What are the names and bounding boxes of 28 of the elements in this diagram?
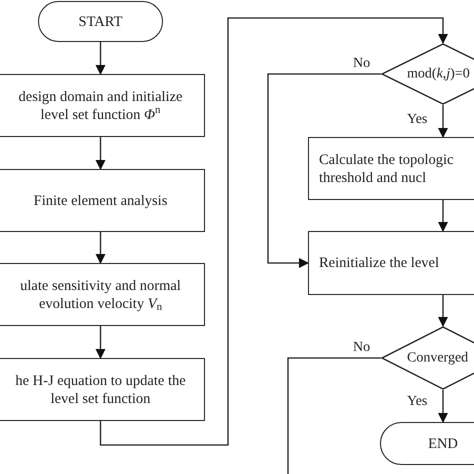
terminal-shape bbox=[380, 422, 474, 465]
terminal-label: START bbox=[78, 12, 122, 30]
process-box bbox=[0, 169, 205, 232]
arrow bbox=[438, 200, 448, 232]
terminal-label: END bbox=[428, 434, 458, 452]
arrow bbox=[438, 105, 448, 138]
process-text: ulate sensitivity and normal evolution velocity V$_{n}$ bbox=[19, 276, 182, 312]
arrow bbox=[438, 295, 448, 327]
process-box bbox=[308, 137, 474, 200]
arrow bbox=[96, 42, 106, 75]
decision-text: Converged bbox=[407, 350, 468, 368]
arrow bbox=[96, 326, 106, 359]
arrow bbox=[100, 17, 448, 446]
arrow bbox=[96, 232, 106, 264]
process-text: design domain and initialize level set function Φ$^{n}$ bbox=[18, 88, 184, 124]
arrow bbox=[438, 390, 448, 423]
process-text: Calculate the topologic threshold and nucl bbox=[319, 150, 454, 186]
process-text: he H-J equation to update the level set function bbox=[14, 372, 187, 408]
process-box bbox=[0, 263, 205, 326]
process-text: Finite element analysis bbox=[34, 192, 168, 210]
arrow bbox=[267, 73, 381, 268]
decision-text: mod(k,j)=0 bbox=[407, 66, 470, 84]
arrow bbox=[96, 137, 106, 170]
terminal-shape bbox=[38, 1, 163, 42]
process-box bbox=[0, 74, 205, 137]
process-text: Reinitialize the level bbox=[319, 254, 440, 272]
process-box bbox=[0, 358, 205, 421]
process-box bbox=[308, 231, 474, 295]
